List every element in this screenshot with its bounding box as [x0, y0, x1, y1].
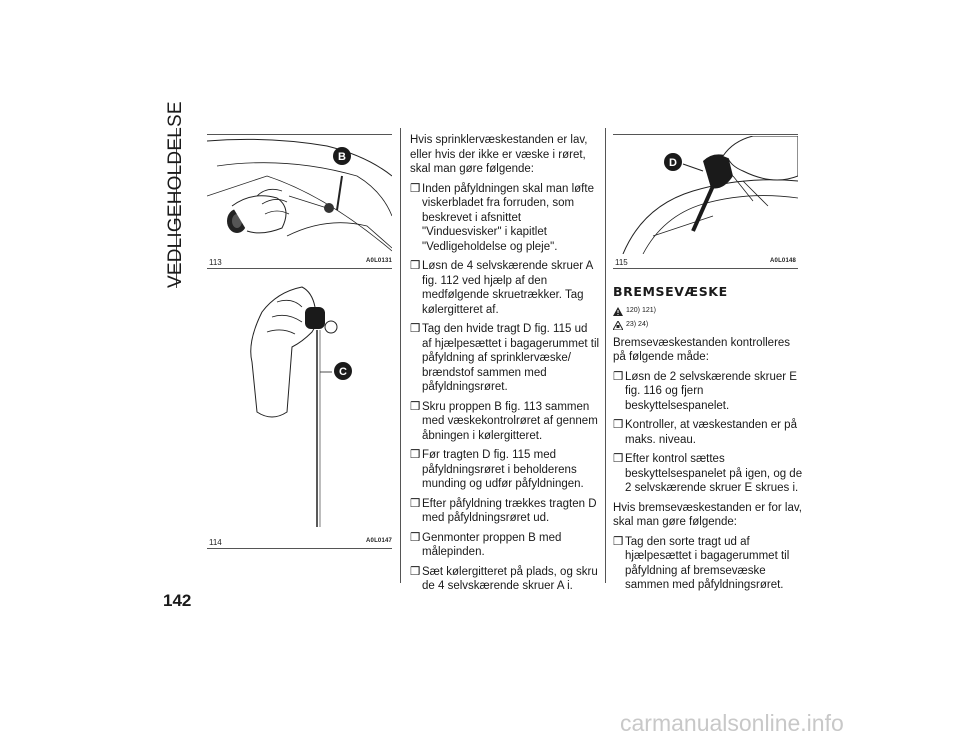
checkbox-bullet-icon: ❒	[410, 531, 421, 544]
figure-number: 113	[209, 258, 222, 267]
right-text-column: BREMSEVÆSKE 120) 121) 23) 24) Bremsevæsk…	[613, 283, 803, 598]
checkbox-bullet-icon: ❒	[410, 182, 421, 195]
list-item: ❒Efter påfyldning trækkes tragten D med …	[410, 497, 597, 525]
figure-code: A0L0148	[770, 258, 797, 264]
page-number: 142	[163, 591, 192, 610]
figure-top-rule	[613, 134, 798, 135]
watermark: carmanualsonline.info	[620, 710, 844, 736]
checkbox-bullet-icon: ❒	[410, 497, 421, 510]
svg-text:D: D	[669, 157, 677, 169]
checkbox-bullet-icon: ❒	[410, 260, 421, 272]
figure-bottom-rule	[613, 268, 798, 269]
warning-reference: 120) 121)	[613, 306, 803, 318]
list-item: ❒Tag den hvide tragt D fig. 115 ud af hj…	[410, 323, 600, 393]
warning-reference: 23) 24)	[613, 320, 803, 332]
list-item: ❒Sæt kølergitteret på plads, og skru de …	[410, 565, 598, 593]
list-item: ❒Løsn de 4 selvskærende skruer A fig. 11…	[410, 260, 593, 316]
paragraph: Hvis bremsevæskestanden er for lav, skal…	[613, 501, 802, 529]
warning-hand-icon	[613, 321, 623, 330]
checkbox-bullet-icon: ❒	[410, 400, 421, 413]
svg-text:C: C	[339, 366, 347, 378]
column-divider	[605, 128, 606, 583]
figure-bottom-rule	[207, 268, 392, 269]
list-item: ❒Inden påfyldningen skal man løfte viske…	[410, 182, 594, 253]
checkbox-bullet-icon: ❒	[613, 453, 624, 465]
figure-top-rule	[207, 134, 392, 135]
figure-113-illustration: B	[207, 138, 392, 252]
list-item: ❒Skru proppen B fig. 113 sammen med væsk…	[410, 400, 598, 442]
section-title: VEDLIGEHOLDELSE	[165, 101, 186, 288]
checkbox-bullet-icon: ❒	[410, 323, 421, 335]
figure-bottom-rule	[207, 548, 392, 549]
list-item: ❒Løsn de 2 selvskærende skruer E fig. 11…	[613, 370, 797, 412]
section-divider	[176, 128, 177, 288]
list-item: ❒Genmonter proppen B med målepinden.	[410, 531, 562, 559]
figure-code: A0L0147	[366, 538, 393, 544]
figure-115-illustration: D	[622, 136, 798, 254]
middle-text-column: Hvis sprinklervæskestanden er lav, eller…	[410, 133, 600, 599]
figure-number: 115	[615, 258, 628, 267]
paragraph: Bremsevæskestanden kontrolleres på følge…	[613, 336, 791, 364]
figure-number: 114	[209, 538, 222, 547]
section-heading: BREMSEVÆSKE	[613, 284, 728, 299]
figure-code: A0L0131	[366, 258, 393, 264]
paragraph: Hvis sprinklervæskestanden er lav, eller…	[410, 134, 588, 175]
checkbox-bullet-icon: ❒	[613, 535, 624, 548]
list-item: ❒Kontroller, at væskestanden er på maks.…	[613, 419, 797, 446]
list-item: ❒Tag den sorte tragt ud af hjælpesættet …	[613, 535, 790, 592]
svg-text:B: B	[338, 151, 346, 163]
list-item: ❒Før tragten D fig. 115 med påfyldningsr…	[410, 449, 584, 490]
checkbox-bullet-icon: ❒	[613, 370, 624, 383]
checkbox-bullet-icon: ❒	[613, 419, 624, 431]
checkbox-bullet-icon: ❒	[410, 449, 421, 461]
checkbox-bullet-icon: ❒	[410, 565, 421, 578]
warning-triangle-icon	[613, 307, 623, 316]
figure-114-illustration: C	[250, 286, 352, 527]
list-item: ❒Efter kontrol sættes beskyttelsespanele…	[613, 453, 803, 494]
column-divider	[400, 128, 401, 583]
